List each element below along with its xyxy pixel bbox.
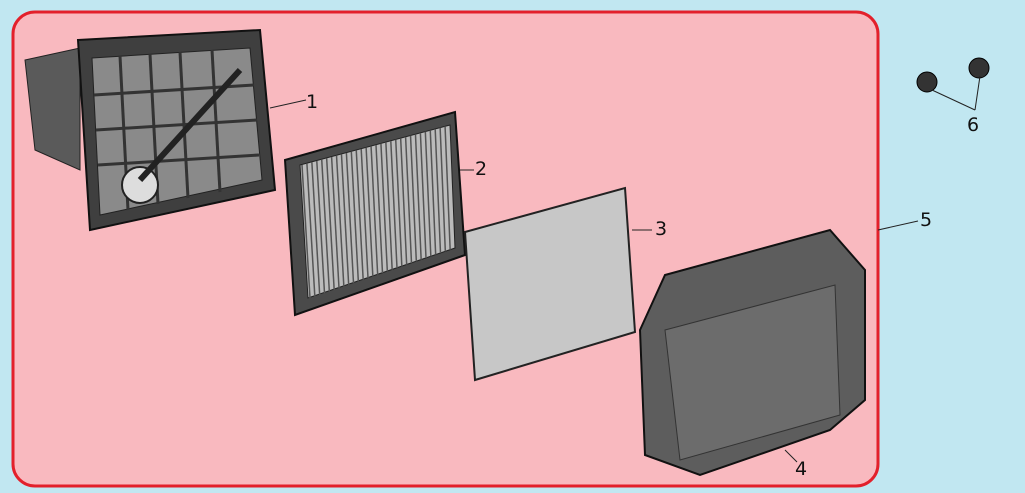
pleat-line <box>380 143 389 272</box>
pleat-line <box>434 128 442 254</box>
pleat-line <box>311 162 321 295</box>
callout-2: 2 <box>475 158 488 180</box>
pleat-line <box>350 151 360 282</box>
pleat-line <box>439 127 447 252</box>
callout-1: 1 <box>306 91 319 113</box>
pleat-line <box>370 146 379 275</box>
pleat-line <box>409 135 418 262</box>
pleat-line <box>306 163 316 297</box>
pleat-line <box>375 144 384 274</box>
pleat-line <box>385 142 393 270</box>
part-4-air-filter-cover[interactable] <box>638 228 866 477</box>
pleat-line <box>399 138 408 265</box>
callout-4: 4 <box>795 458 808 480</box>
part-3-pre-filter[interactable] <box>463 186 652 382</box>
part-1-air-filter-base[interactable] <box>24 28 307 232</box>
pleat-line <box>345 152 355 284</box>
pleat-line <box>365 147 374 277</box>
pleat-line <box>316 160 326 294</box>
pleat-line <box>424 131 432 257</box>
callout-3: 3 <box>655 218 668 240</box>
pleat-line <box>429 130 437 255</box>
pleat-line <box>340 154 350 285</box>
callout-6: 6 <box>967 114 980 136</box>
pleat-line <box>419 132 427 259</box>
pleat-line <box>444 126 451 250</box>
pleat-line <box>325 158 335 290</box>
callout-5: 5 <box>920 209 933 231</box>
leader-5 <box>877 220 919 231</box>
pleat-line <box>394 139 403 267</box>
part-2-pleated-filter[interactable] <box>283 110 474 317</box>
pleat-line <box>360 148 369 279</box>
pleat-line <box>404 136 413 264</box>
pleat-line <box>320 159 331 292</box>
pleat-line <box>355 150 364 280</box>
pleat-line <box>414 134 422 260</box>
pleat-line <box>335 155 345 287</box>
part-6-flange-nuts[interactable] <box>916 57 990 111</box>
pleat-line <box>301 164 311 299</box>
pleat-line <box>330 156 340 289</box>
pleat-line <box>390 140 398 269</box>
